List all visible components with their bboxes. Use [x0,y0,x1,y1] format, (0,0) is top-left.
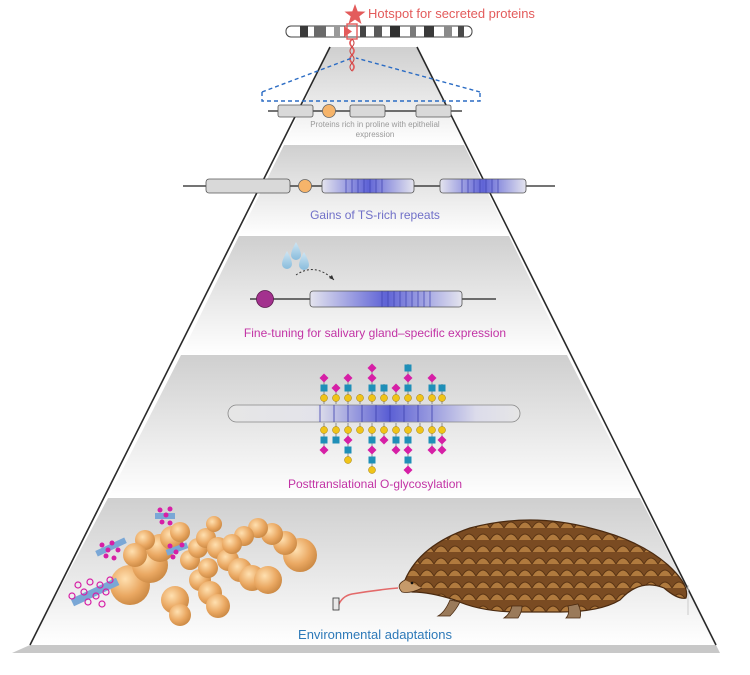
glycan-circle [368,426,376,434]
glycan-circle [332,394,340,402]
bacterium [222,534,242,554]
glycan-diamond [391,445,401,455]
glycans-below [319,423,447,475]
glycan-diamond [367,445,377,455]
water-drops-icon [282,242,309,270]
glycan-circle [438,426,446,434]
regulation-arrowhead [329,275,334,280]
glycan-square [404,364,412,372]
glycan-square [368,436,376,444]
bacteria-icon [110,516,317,626]
glycan-diamond [427,373,437,383]
regulation-arrow [295,269,335,281]
glycan-circle [344,426,352,434]
glycan-circle [320,426,328,434]
glycan-diamond [343,373,353,383]
bacterium [206,594,230,618]
glycan-square [380,384,388,392]
glycan-diamond [367,363,377,373]
glycan-diamond [367,373,377,383]
bacterium [123,543,147,567]
glycan-circle [332,426,340,434]
pyramid-base [12,645,720,653]
hotspot-label: Hotspot for secreted proteins [368,6,535,21]
glycan-square [344,446,352,454]
glycan-clusters [68,506,189,608]
glycan-circle [380,426,388,434]
environment-label: Environmental adaptations [298,627,452,642]
glycosylation-label: Posttranslational O-glycosylation [287,477,463,491]
glycan-circle [356,426,364,434]
glycan-circle [416,394,424,402]
bacterium [170,522,190,542]
glycan-diamond [319,373,329,383]
glycan-diamond [343,435,353,445]
glycan-square [428,384,436,392]
bacterium [254,566,282,594]
glycan-diamond [403,373,413,383]
salivary-gene [250,290,496,308]
glycan-square [320,436,328,444]
glycan-circle [428,394,436,402]
glycan-circle [404,394,412,402]
glycan-diamond [319,445,329,455]
chromosome-icon [285,23,473,72]
glycan-square [368,456,376,464]
proline-label: Proteins rich in proline with epithelial… [0,120,750,140]
glycan-square [368,384,376,392]
proline-label-line1: Proteins rich in proline with epithelial [310,120,440,129]
pangolin-icon [332,519,689,619]
glycan-diamond [403,465,413,475]
bacterium [206,516,222,532]
glycan-diamond [427,445,437,455]
pyramid [12,46,720,653]
glycan-circle [356,394,364,402]
glycan-square [404,456,412,464]
glycoprotein [227,404,521,423]
proline-gene-cluster [261,57,481,118]
proline-label-line2: expression [355,130,395,139]
bacterium [198,558,218,578]
ts-repeat-genes [183,178,555,194]
glycan-diamond [331,383,341,393]
star-icon [344,4,366,24]
glycan-circle [320,394,328,402]
glycan-circle [380,394,388,402]
glycan-square [404,384,412,392]
glycan-diamond [379,435,389,445]
glycan-circle [404,426,412,434]
glycan-circle [438,394,446,402]
ts-repeats-label: Gains of TS-rich repeats [310,208,440,222]
glycan-square [332,436,340,444]
glycan-square [320,384,328,392]
glycan-square [392,436,400,444]
glycan-circle [428,426,436,434]
glycan-diamond [437,445,447,455]
glycan-circle [392,394,400,402]
glycan-square [344,384,352,392]
glycan-square [404,436,412,444]
glycan-circle [344,456,352,464]
glycan-diamond [437,435,447,445]
bacterium [169,604,191,626]
glycan-circle [344,394,352,402]
glycan-circle [368,394,376,402]
glycan-square [438,384,446,392]
pyramid-left-edge [29,46,331,646]
glycan-diamond [391,383,401,393]
glycan-diamond [403,445,413,455]
band-glycosylation [108,355,640,498]
glycans-above [319,363,446,404]
glycan-circle [416,426,424,434]
glycan-circle [368,466,376,474]
glycan-square [428,436,436,444]
glycan-circle [392,426,400,434]
pyramid-right-edge [416,46,717,646]
band-proline [284,47,464,145]
salivary-label: Fine-tuning for salivary gland–specific … [243,326,507,340]
